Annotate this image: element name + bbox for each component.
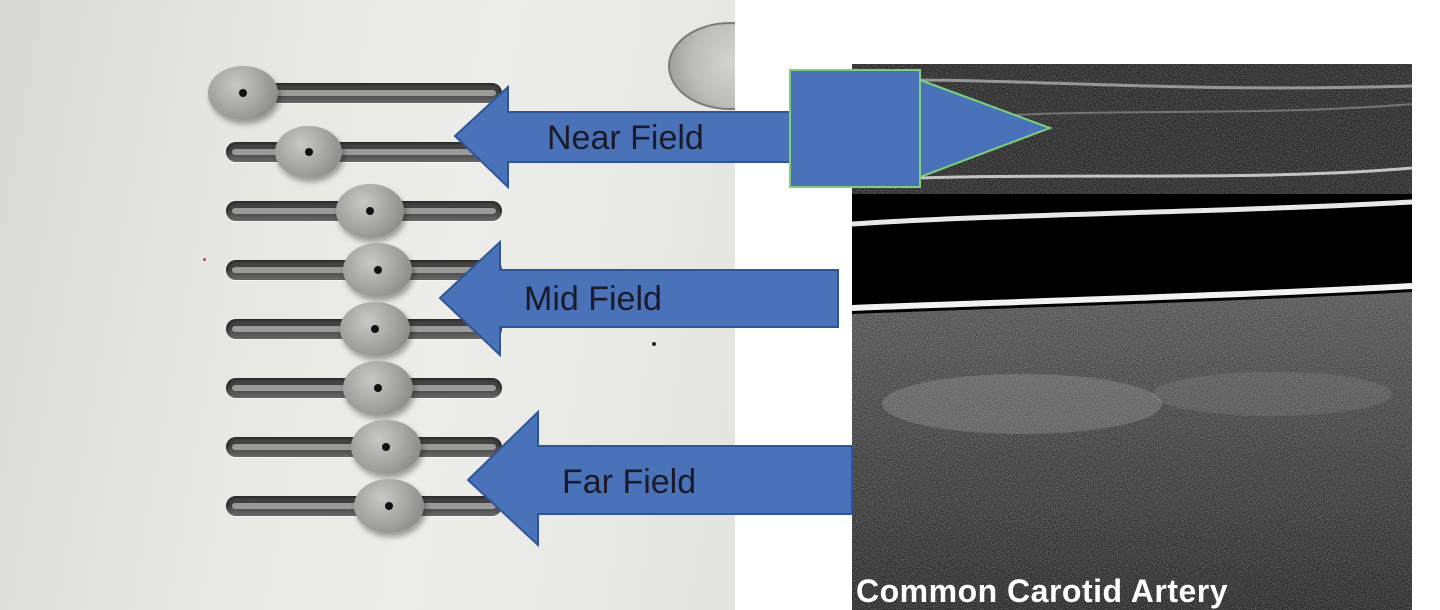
knob-dot (365, 206, 374, 215)
speck (203, 258, 206, 261)
near-field-highlight-box (789, 69, 921, 188)
knob-dot (384, 501, 393, 510)
slider-slot (226, 83, 502, 103)
speck (652, 342, 656, 346)
knob-dot (373, 383, 382, 392)
slider-knob-icon[interactable] (340, 301, 411, 357)
slider-knob-icon[interactable] (335, 184, 404, 238)
knob-dot (304, 147, 313, 156)
slider-knob-icon[interactable] (343, 243, 413, 297)
near-field-triangle-icon (919, 78, 1053, 179)
slider-knob-icon[interactable] (342, 360, 413, 416)
slider-knob-icon[interactable] (207, 65, 278, 121)
mid-field-arrow (438, 239, 839, 358)
image-caption: Common Carotid Artery (856, 573, 1229, 609)
near-field-label: Near Field (547, 119, 704, 157)
knob-dot (373, 265, 382, 274)
slider-knob-icon[interactable] (353, 478, 424, 534)
mid-field-label: Mid Field (524, 280, 662, 318)
knob-dot (371, 324, 380, 333)
far-field-arrow (466, 409, 853, 548)
ultrasound-texture (852, 64, 1412, 610)
far-field-label: Far Field (562, 463, 697, 501)
knob-dot (238, 88, 247, 97)
knob-dot (382, 442, 391, 451)
slider-knob-icon[interactable] (275, 125, 343, 179)
slider-knob-icon[interactable] (351, 419, 422, 475)
